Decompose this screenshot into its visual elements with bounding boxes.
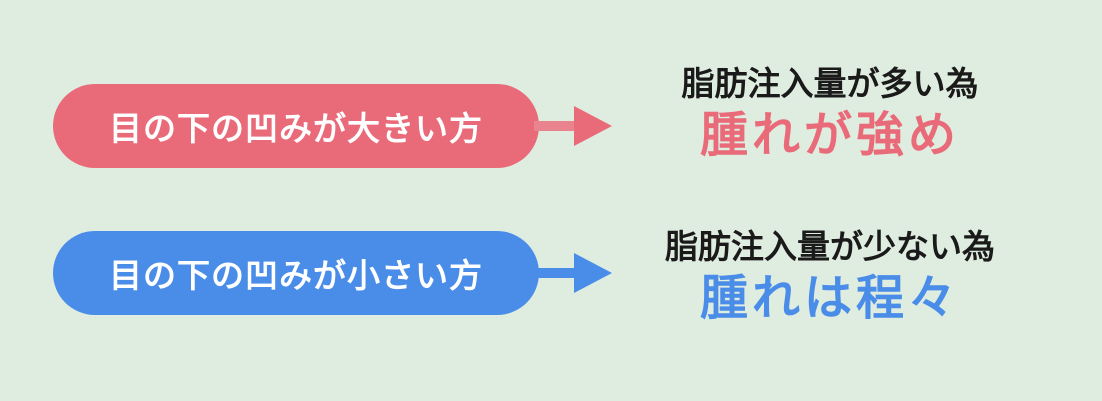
condition-pill-large-hollow: 目の下の凹みが大きい方 [53, 84, 539, 168]
arrow-shaft [534, 268, 578, 278]
result-small-hollow: 脂肪注入量が少ない為 腫れは程々 [610, 227, 1050, 327]
reason-text: 脂肪注入量が多い為 [681, 64, 979, 103]
reason-text: 脂肪注入量が少ない為 [665, 227, 995, 266]
condition-pill-small-hollow: 目の下の凹みが小さい方 [53, 231, 539, 315]
arrow-head [574, 253, 612, 293]
effect-text: 腫れは程々 [699, 270, 960, 326]
arrow-right-icon [534, 253, 612, 293]
effect-text: 腫れが強め [699, 107, 960, 163]
result-large-hollow: 脂肪注入量が多い為 腫れが強め [610, 64, 1050, 164]
arrow-head [574, 106, 612, 146]
arrow-shaft [534, 121, 578, 131]
arrow-right-icon [534, 106, 612, 146]
